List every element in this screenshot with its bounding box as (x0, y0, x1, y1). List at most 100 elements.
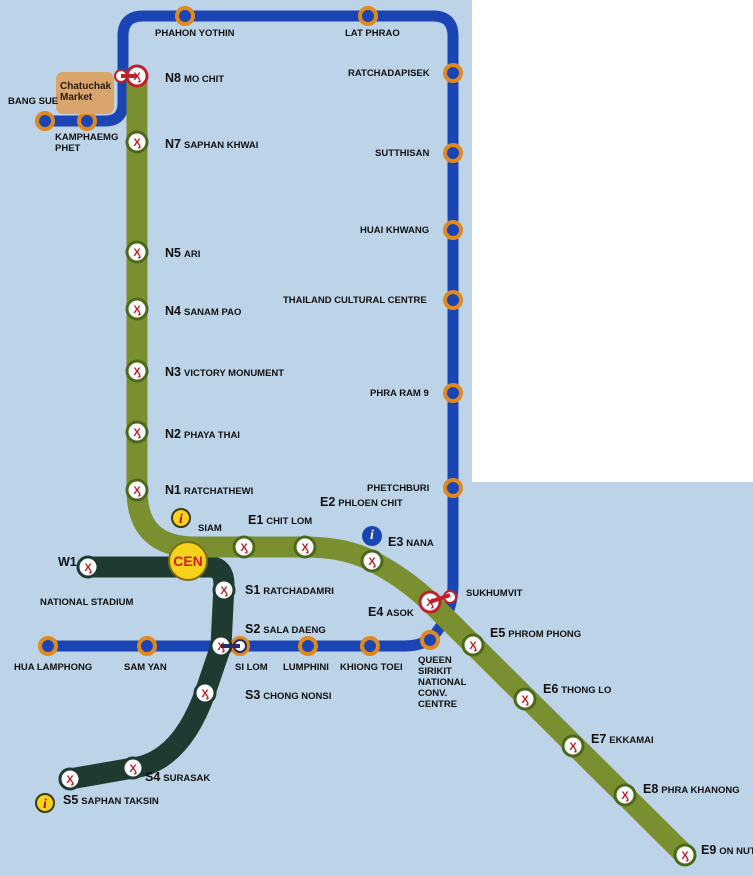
bts-logo-icon: Ӽ (521, 694, 529, 706)
station-name: THONG LO (561, 685, 612, 696)
station-name: SAPHAN KHWAI (183, 140, 259, 151)
station-name: SANAM PAO (183, 307, 242, 318)
station-label[interactable]: SUKHUMVIT (466, 588, 522, 599)
mrt-station-marker[interactable] (443, 478, 463, 498)
bts-station-marker[interactable] (673, 843, 697, 867)
central-interchange-badge: CEN (168, 541, 208, 581)
station-name: SALA DAENG (263, 625, 326, 636)
mrt-station-marker[interactable] (38, 636, 58, 656)
station-label[interactable]: KAMPHAEMG PHET (55, 132, 118, 154)
mrt-station-marker[interactable] (298, 636, 318, 656)
station-label[interactable]: HUAI KHWANG (360, 225, 429, 236)
mrt-station-marker[interactable] (443, 220, 463, 240)
bts-station-marker[interactable] (125, 130, 149, 154)
station-label[interactable]: SIAM (198, 523, 222, 534)
bts-station-marker[interactable] (125, 359, 149, 383)
station-label[interactable]: LAT PHRAO (345, 28, 400, 39)
bts-station-marker[interactable] (561, 734, 585, 758)
bts-logo-icon: Ӽ (621, 790, 629, 802)
mrt-station-marker[interactable] (175, 6, 195, 26)
mrt-station-marker[interactable] (360, 636, 380, 656)
chatuchak-market-label: Chatuchak Market (56, 72, 114, 114)
sukhumvit-line (126, 65, 696, 866)
bts-logo-icon: Ӽ (201, 688, 209, 700)
bts-station-marker[interactable] (125, 240, 149, 264)
station-code: E9 (701, 843, 717, 857)
station-label[interactable]: QUEEN SIRIKIT NATIONAL CONV. CENTRE (418, 655, 478, 710)
info-icon: i (35, 793, 55, 813)
station-label[interactable]: SI LOM (235, 662, 268, 673)
station-name: PHAHON YOTHIN (155, 28, 235, 39)
bts-station-marker[interactable] (125, 478, 149, 502)
mrt-station-marker[interactable] (358, 6, 378, 26)
bts-logo-icon: Ӽ (368, 556, 376, 568)
station-label[interactable]: HUA LAMPHONG (14, 662, 92, 673)
mrt-station-marker[interactable] (443, 290, 463, 310)
station-name: PHRA RAM 9 (370, 388, 429, 399)
mrt-station-marker[interactable] (77, 111, 97, 131)
bts-station-marker[interactable] (121, 756, 145, 780)
bts-logo-icon: Ӽ (66, 774, 74, 786)
station-code: N8 (165, 71, 181, 85)
bts-station-marker[interactable] (212, 578, 236, 602)
station-name: HUA LAMPHONG (14, 662, 93, 673)
bts-station-marker[interactable] (613, 783, 637, 807)
bts-station-marker[interactable] (360, 549, 384, 573)
bts-logo-icon: Ӽ (133, 427, 141, 439)
station-label[interactable]: PHAHON YOTHIN (155, 28, 235, 39)
bts-station-marker[interactable] (125, 297, 149, 321)
mrt-station-marker[interactable] (420, 630, 440, 650)
bts-station-marker[interactable] (232, 535, 256, 559)
bts-station-marker[interactable] (76, 555, 100, 579)
station-label[interactable]: RATCHADAPISEK (348, 68, 430, 79)
station-label[interactable]: PHRA RAM 9 (370, 388, 429, 399)
mrt-station-marker[interactable] (443, 143, 463, 163)
station-code: S5 (63, 793, 79, 807)
mrt-station-marker[interactable] (137, 636, 157, 656)
mrt-station-marker[interactable] (443, 383, 463, 403)
bts-station-marker[interactable] (125, 420, 149, 444)
station-name: PHRA KHANONG (661, 785, 740, 796)
station-name: SAPHAN TAKSIN (81, 796, 159, 807)
mrt-station-marker[interactable] (35, 111, 55, 131)
station-label[interactable]: PHETCHBURI (367, 483, 429, 494)
station-label[interactable]: SAM YAN (124, 662, 167, 673)
station-label[interactable]: LUMPHINI (283, 662, 329, 673)
bts-station-marker[interactable] (461, 633, 485, 657)
station-name: RATCHADAMRI (263, 586, 334, 597)
bts-station-marker[interactable] (513, 687, 537, 711)
station-label[interactable]: BANG SUE (8, 96, 58, 107)
bts-station-marker[interactable] (58, 767, 82, 791)
station-label[interactable]: THAILAND CULTURAL CENTRE (283, 295, 427, 306)
station-code: N3 (165, 365, 181, 379)
station-code: E8 (643, 782, 659, 796)
station-label[interactable]: KHIONG TOEI (340, 662, 403, 673)
bts-station-marker[interactable] (193, 681, 217, 705)
mrt-station-marker[interactable] (443, 63, 463, 83)
bts-station-marker[interactable] (293, 535, 317, 559)
station-label[interactable]: SUTTHISAN (375, 148, 429, 159)
